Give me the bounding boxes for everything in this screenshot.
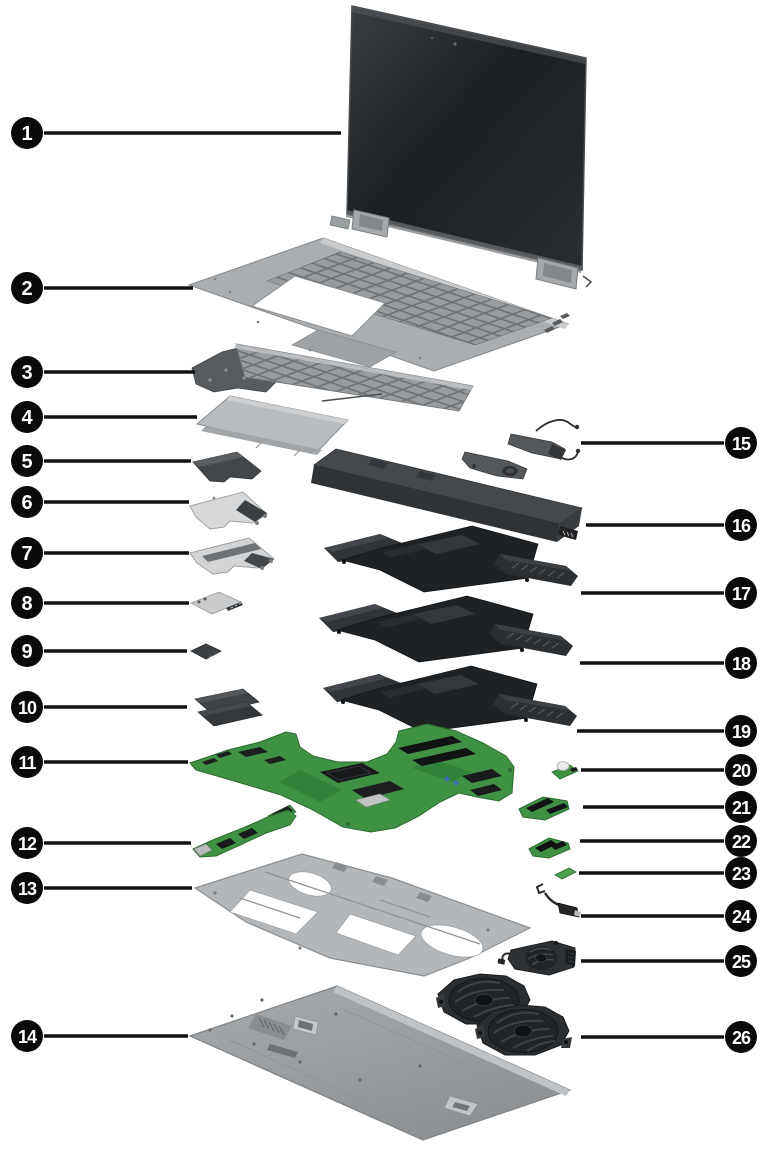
callout-19-number: 19	[732, 722, 751, 742]
part-power-connector-cable	[535, 883, 581, 918]
callout-26-circle	[725, 1021, 757, 1053]
part-top-cover	[187, 237, 570, 372]
part-power-button-board	[551, 761, 579, 780]
callout-5-number: 5	[21, 451, 32, 473]
callout-17-circle	[725, 577, 757, 609]
callout-2-number: 2	[21, 278, 32, 300]
callouts-layer: 1234567891011121314151617181920212223242…	[11, 117, 757, 1053]
callout-14-number: 14	[18, 1027, 37, 1047]
callout-7-circle	[11, 537, 43, 569]
callout-6-circle	[11, 486, 43, 518]
callout-24-circle	[725, 900, 757, 932]
callout-16-number: 16	[732, 516, 751, 536]
part-battery	[311, 448, 583, 542]
callout-10-number: 10	[18, 698, 37, 718]
callout-16-circle	[725, 509, 757, 541]
callout-22-circle	[725, 825, 757, 857]
callout-14-circle	[11, 1020, 43, 1052]
callout-25-number: 25	[732, 952, 751, 972]
part-bottom-cover	[188, 985, 572, 1141]
callout-1-number: 1	[21, 123, 32, 145]
callout-15-number: 15	[732, 434, 751, 454]
part-keyboard	[191, 343, 474, 412]
callout-4-number: 4	[21, 407, 33, 429]
part-connector-board-2	[528, 837, 571, 859]
callout-13-circle	[11, 872, 43, 904]
callout-20-number: 20	[732, 761, 751, 781]
callout-1-circle	[11, 117, 43, 149]
part-touchpad	[195, 395, 349, 457]
callout-7-number: 7	[21, 543, 32, 565]
callout-18-circle	[725, 647, 757, 679]
callout-26-number: 26	[732, 1028, 751, 1048]
callout-5-circle	[11, 445, 43, 477]
callout-21-number: 21	[732, 798, 751, 818]
callout-22-number: 22	[732, 832, 751, 852]
callout-4-circle	[11, 401, 43, 433]
callout-24-number: 24	[732, 907, 751, 927]
callout-13-number: 13	[18, 879, 37, 899]
part-connector-board-1	[518, 796, 570, 821]
part-inner-frame	[193, 853, 532, 977]
callout-15-circle	[725, 427, 757, 459]
callout-25-circle	[725, 945, 757, 977]
part-wlan-module	[190, 591, 243, 615]
part-heat-sink-3	[322, 665, 578, 733]
part-speakers	[461, 419, 581, 480]
callout-3-circle	[11, 356, 43, 388]
part-system-board	[189, 723, 515, 833]
callout-11-number: 11	[18, 753, 36, 773]
callout-2-circle	[11, 272, 43, 304]
callout-8-circle	[11, 587, 43, 619]
part-memory-shields	[194, 688, 263, 727]
part-heat-sink-2	[318, 595, 574, 663]
callout-21-circle	[725, 791, 757, 823]
callout-10-circle	[11, 691, 43, 723]
parts-layer	[187, 5, 593, 1141]
callout-9-number: 9	[21, 641, 32, 663]
callout-9-circle	[11, 635, 43, 667]
callout-18-number: 18	[732, 654, 751, 674]
part-io-board	[192, 804, 297, 858]
part-fan-small	[497, 940, 576, 976]
callout-6-number: 6	[21, 492, 32, 514]
callout-20-circle	[725, 754, 757, 786]
part-ssd-caddy	[189, 537, 275, 575]
callout-11-circle	[11, 746, 43, 778]
part-ssd-drive	[189, 491, 268, 530]
callout-3-number: 3	[21, 362, 32, 384]
callout-12-circle	[11, 827, 43, 859]
callout-12-number: 12	[18, 834, 37, 854]
part-ssd-shield	[192, 451, 262, 483]
part-sensor-board	[554, 867, 577, 880]
part-wwan-module	[190, 643, 222, 660]
callout-8-number: 8	[21, 593, 32, 615]
callout-19-circle	[725, 715, 757, 747]
callout-23-circle	[725, 857, 757, 889]
callout-17-number: 17	[732, 584, 751, 604]
callout-23-number: 23	[732, 864, 751, 884]
part-display-assembly	[329, 5, 593, 290]
